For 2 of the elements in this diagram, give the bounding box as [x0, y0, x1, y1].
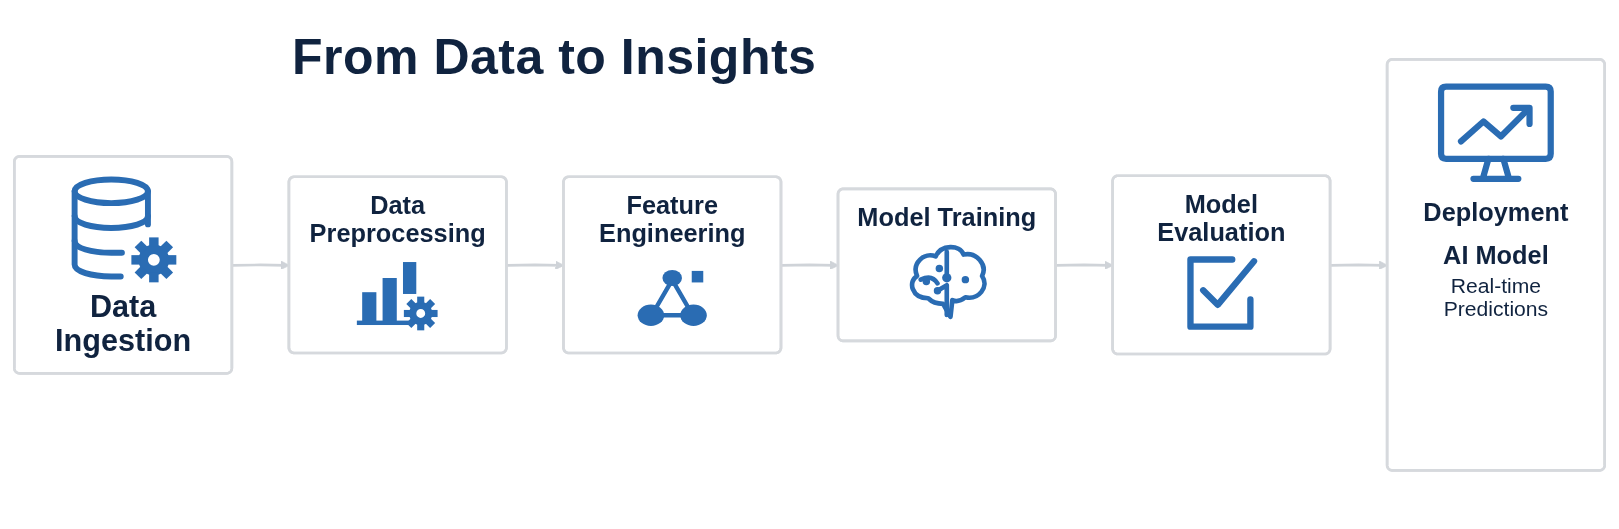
- arrow: [781, 260, 839, 270]
- title: From Data to Insights: [292, 28, 817, 86]
